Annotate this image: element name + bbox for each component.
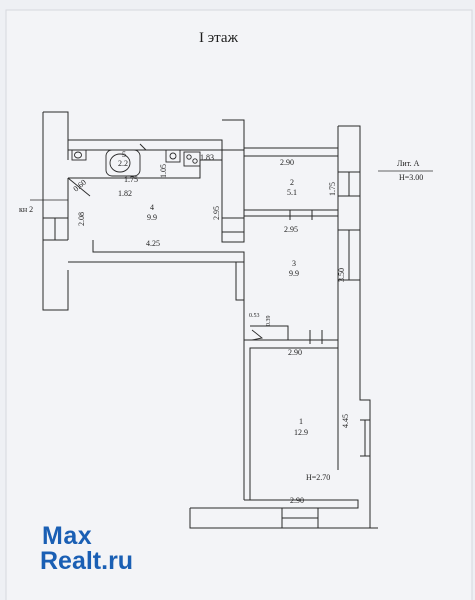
bathtub <box>105 149 141 177</box>
door-room2 <box>289 210 313 220</box>
top-wall-west <box>68 139 223 151</box>
paper-sheet <box>5 9 473 600</box>
dim-bath-right: 1.83 <box>200 153 214 162</box>
dim-room3-bottom: 2.90 <box>288 348 302 357</box>
door-room4 <box>222 217 244 233</box>
dim-step-height: 0.39 <box>266 316 272 327</box>
dim-bath-width: 1.75 <box>124 175 138 184</box>
stair-label: кн 2 <box>19 205 33 214</box>
wc-partition <box>68 159 222 179</box>
room2-bottom-wall <box>244 209 339 217</box>
fixtures <box>67 149 264 341</box>
stove <box>183 151 201 167</box>
dim-room1-bottom: 2.90 <box>290 496 304 505</box>
step-notch <box>250 325 289 340</box>
floor-title: I этаж <box>199 30 239 46</box>
room3-number: 3 <box>292 259 296 268</box>
room4-area: 9.9 <box>147 213 157 222</box>
sink-bowl-icon <box>74 151 82 159</box>
window-room2 <box>338 171 360 197</box>
window-room3 <box>338 229 360 281</box>
windows <box>43 171 370 528</box>
drain-icon <box>169 152 177 160</box>
bottom-outer-wall <box>189 508 378 529</box>
step-arrow-icon <box>251 329 264 341</box>
door-room1 <box>309 330 323 344</box>
doors <box>139 143 323 344</box>
window-room4 <box>43 217 68 241</box>
room1-height: Н=2.70 <box>306 473 330 482</box>
building-letter: Лит. А <box>397 159 420 168</box>
sink-kitchen <box>165 149 181 163</box>
door-bath <box>139 143 147 151</box>
room2-area: 5.1 <box>287 188 297 197</box>
dim-room4-left: 2.08 <box>77 212 86 226</box>
dim-room2-bottom: 2.95 <box>284 225 298 234</box>
room1-number: 1 <box>299 417 303 426</box>
bottom-wall <box>244 499 359 509</box>
room2-number: 2 <box>290 178 294 187</box>
dim-room1-right: 4.45 <box>341 414 350 428</box>
diagonal-wall <box>67 177 91 197</box>
left-jog <box>235 262 244 301</box>
mid-column <box>222 119 245 151</box>
room1-area: 12.9 <box>294 428 308 437</box>
dim-step-width: 0.53 <box>249 313 260 319</box>
room4-right-wall <box>221 150 245 243</box>
burner-icon <box>186 154 192 160</box>
building-height: Н=3.00 <box>399 173 423 182</box>
dim-room4-right: 2.95 <box>212 206 221 220</box>
room3-area: 9.9 <box>289 269 299 278</box>
dim-bath-height: 1.05 <box>159 164 168 178</box>
dim-wc-width: 1.82 <box>118 189 132 198</box>
watermark-realt: Realt.ru <box>40 547 134 575</box>
watermark-max: Max <box>42 522 93 550</box>
dim-room4-bottom: 4.25 <box>146 239 160 248</box>
room5-number: 5 <box>122 150 126 159</box>
room4-bottom-wall <box>68 240 245 263</box>
room4-number: 4 <box>150 203 154 212</box>
dim-room3-right: 3.50 <box>337 268 346 282</box>
room3-room1-wall <box>244 339 339 500</box>
room5-area: 2.2 <box>118 159 128 168</box>
left-wall <box>42 111 69 311</box>
sink-wc <box>71 149 87 161</box>
walls <box>42 111 378 529</box>
toilet-bowl-icon <box>109 153 131 173</box>
window-room1 <box>360 419 370 457</box>
dim-corridor-top: 2.90 <box>280 158 294 167</box>
dim-room2-right: 1.75 <box>328 182 337 196</box>
room-labels: 5 2.2 4 9.9 2 5.1 3 9.9 1 12.9 Н=2.70 <box>118 150 330 482</box>
dimensions: 2.90 1.83 1.75 1.05 0.60 1.82 2.08 2.95 … <box>72 153 350 505</box>
burner-icon-2 <box>192 158 198 164</box>
window-bottom <box>281 508 319 528</box>
